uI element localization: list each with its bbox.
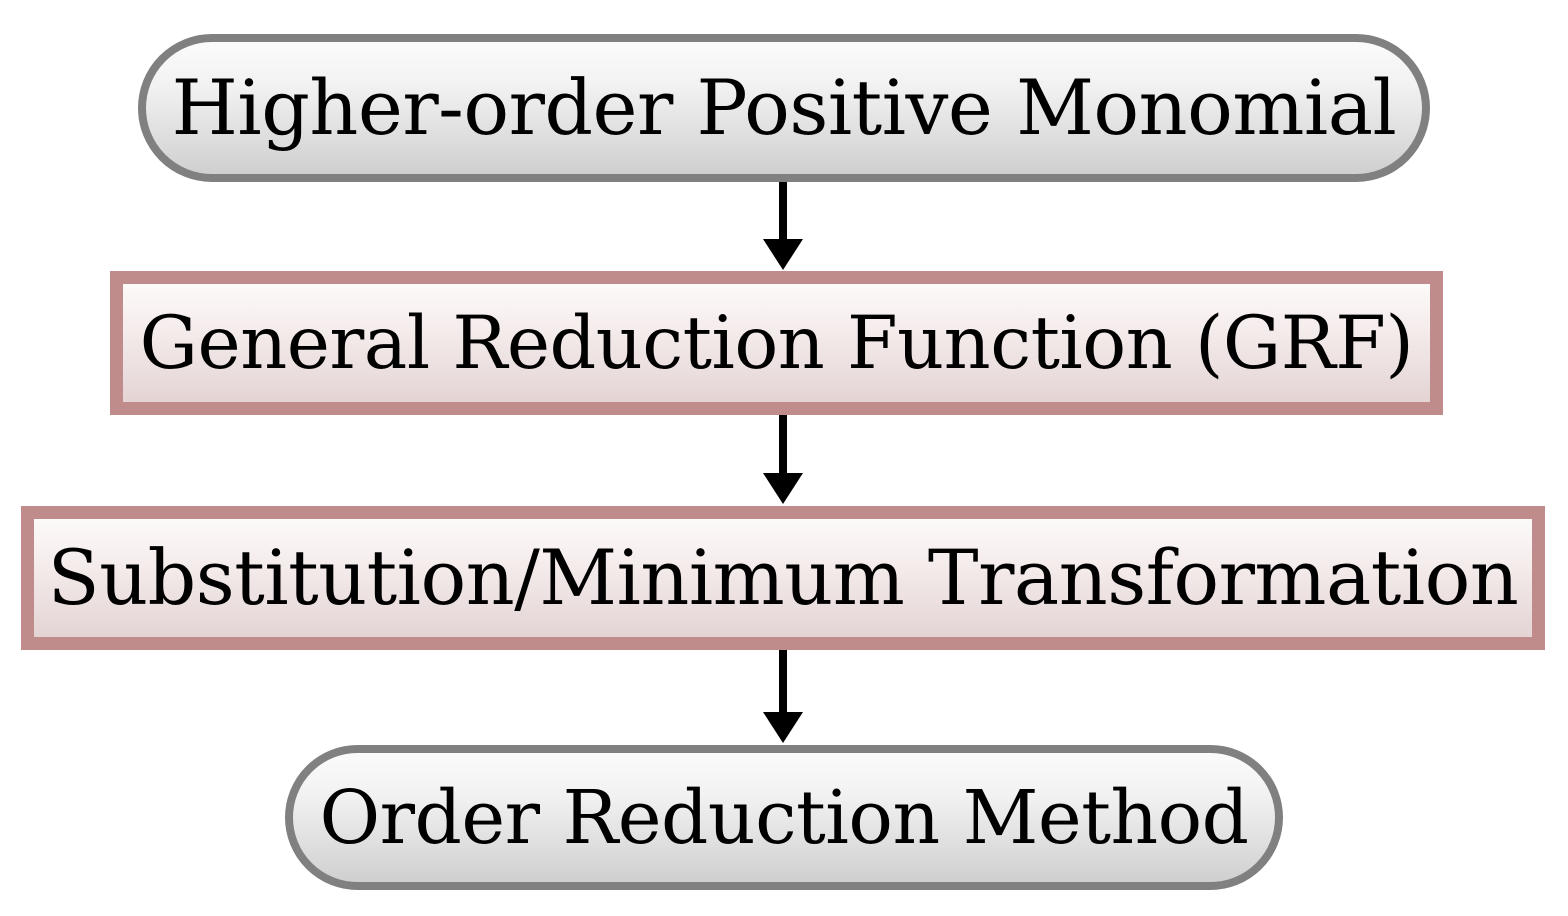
node-label: Substitution/Minimum Transformation bbox=[47, 533, 1519, 622]
node-general-reduction-function[interactable]: General Reduction Function (GRF) bbox=[110, 271, 1443, 415]
node-label: General Reduction Function (GRF) bbox=[139, 300, 1414, 386]
node-order-reduction-method[interactable]: Order Reduction Method bbox=[285, 745, 1283, 890]
node-substitution-minimum-transformation[interactable]: Substitution/Minimum Transformation bbox=[21, 506, 1545, 650]
node-label: Higher-order Positive Monomial bbox=[171, 63, 1397, 152]
arrow-substitution-to-order-reduction bbox=[761, 650, 805, 745]
node-label: Order Reduction Method bbox=[319, 774, 1249, 861]
node-higher-order-positive-monomial[interactable]: Higher-order Positive Monomial bbox=[138, 34, 1430, 182]
arrow-grf-to-substitution bbox=[761, 415, 805, 506]
arrow-monomial-to-grf bbox=[761, 182, 805, 272]
